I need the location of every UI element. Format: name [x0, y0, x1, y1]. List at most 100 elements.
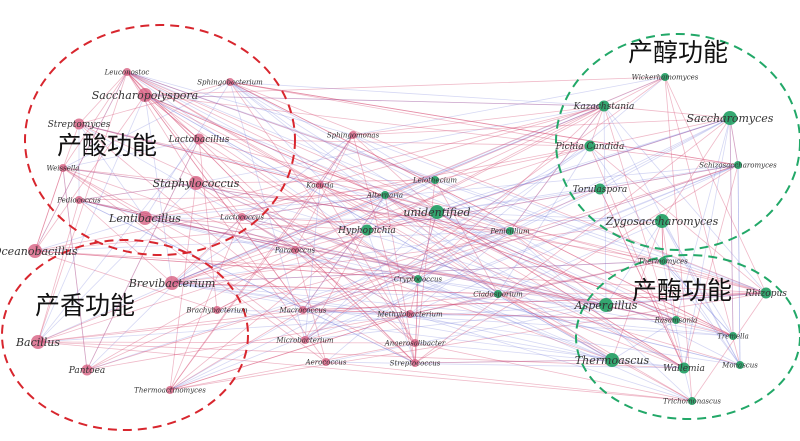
- node-thermoactinomyces[interactable]: Thermoactinomyces: [134, 386, 206, 394]
- node-circle[interactable]: [672, 316, 680, 324]
- node-circle[interactable]: [349, 131, 357, 139]
- node-methylobacterium[interactable]: Methylobacterium: [376, 310, 443, 318]
- node-lactococcus[interactable]: Lactococcus: [219, 213, 264, 221]
- node-circle[interactable]: [605, 353, 619, 367]
- node-brachybacterium[interactable]: Brachybacterium: [185, 306, 248, 314]
- node-lactobacillus[interactable]: Lactobacillus: [168, 133, 230, 146]
- node-wallemia[interactable]: Wallemia: [663, 362, 705, 375]
- node-lentibacillus[interactable]: Lentibacillus: [108, 211, 181, 225]
- node-torulaspora[interactable]: Torulaspora: [573, 183, 628, 196]
- node-streptococcus[interactable]: Streptococcus: [390, 359, 441, 367]
- node-thermoascus[interactable]: Thermoascus: [575, 353, 650, 367]
- node-saccharomyces[interactable]: Saccharomyces: [687, 111, 774, 125]
- node-circle[interactable]: [75, 196, 83, 204]
- node-bacillus[interactable]: Bacillus: [15, 335, 60, 349]
- node-wickerhamomyces[interactable]: Wickerhamomyces: [632, 73, 699, 81]
- node-leuconostoc[interactable]: Leuconostoc: [104, 68, 150, 76]
- node-kazachstania[interactable]: Kazachstania: [573, 100, 635, 113]
- node-circle[interactable]: [494, 290, 502, 298]
- node-circle[interactable]: [381, 191, 389, 199]
- node-pediococcus[interactable]: Pediococcus: [56, 196, 101, 204]
- node-circle[interactable]: [659, 257, 667, 265]
- node-circle[interactable]: [301, 336, 309, 344]
- node-circle[interactable]: [59, 164, 67, 172]
- node-anaerosalibacter[interactable]: Anaerosalibacter: [384, 339, 446, 347]
- node-circle[interactable]: [193, 133, 205, 145]
- node-circle[interactable]: [411, 359, 419, 367]
- node-monascus[interactable]: Monascus: [721, 361, 758, 369]
- node-circle[interactable]: [678, 362, 690, 374]
- node-macrococcus[interactable]: Macrococcus: [279, 306, 327, 314]
- node-thermomyces[interactable]: Thermomyces: [638, 257, 688, 265]
- node-aspergillus[interactable]: Aspergillus: [574, 298, 638, 312]
- node-circle[interactable]: [31, 335, 45, 349]
- node-rasamsonia[interactable]: Rasamsonia: [654, 316, 698, 324]
- node-circle[interactable]: [598, 100, 610, 112]
- node-circle[interactable]: [81, 364, 93, 376]
- node-rhizopus[interactable]: Rhizopus: [744, 287, 787, 300]
- node-pichia-candida[interactable]: Pichia Candida: [555, 140, 625, 153]
- node-microbacterium[interactable]: Microbacterium: [275, 336, 334, 344]
- node-circle[interactable]: [291, 246, 299, 254]
- node-circle[interactable]: [411, 339, 419, 347]
- node-schizosaccharomyces[interactable]: Schizosaccharomyces: [699, 161, 777, 169]
- node-circle[interactable]: [238, 213, 246, 221]
- node-oceanobacillus[interactable]: Oceanobacillus: [0, 244, 78, 258]
- node-cladosporium[interactable]: Cladosporium: [473, 290, 523, 298]
- node-circle[interactable]: [736, 361, 744, 369]
- node-circle[interactable]: [734, 161, 742, 169]
- node-circle[interactable]: [760, 287, 772, 299]
- node-circle[interactable]: [406, 310, 414, 318]
- node-circle[interactable]: [430, 205, 444, 219]
- node-circle[interactable]: [584, 140, 596, 152]
- node-brevibacterium[interactable]: Brevibacterium: [128, 276, 216, 290]
- node-trichomonascus[interactable]: Trichomonascus: [663, 397, 721, 405]
- node-hyphopichia[interactable]: Hyphopichia: [337, 224, 396, 237]
- node-circle[interactable]: [599, 298, 613, 312]
- node-circle[interactable]: [226, 78, 234, 86]
- node-circle[interactable]: [729, 332, 737, 340]
- node-circle[interactable]: [28, 244, 42, 258]
- node-cryptococcus[interactable]: Cryptococcus: [394, 275, 443, 283]
- node-staphylococcus[interactable]: Staphylococcus: [153, 176, 240, 190]
- node-circle[interactable]: [688, 397, 696, 405]
- node-circle[interactable]: [213, 306, 221, 314]
- node-tremella[interactable]: Tremella: [717, 332, 749, 340]
- node-circle[interactable]: [138, 88, 152, 102]
- node-circle[interactable]: [655, 214, 669, 228]
- edge-positive: [78, 71, 128, 125]
- node-sphingobacterium[interactable]: Sphingobacterium: [197, 78, 263, 86]
- node-circle[interactable]: [123, 68, 131, 76]
- node-circle[interactable]: [316, 181, 324, 189]
- node-circle[interactable]: [594, 183, 606, 195]
- node-paracoccus[interactable]: Paracoccus: [274, 246, 316, 254]
- node-circle[interactable]: [322, 358, 330, 366]
- node-leiothecium[interactable]: Leiothecium: [412, 176, 457, 184]
- node-pantoea[interactable]: Pantoea: [68, 364, 106, 377]
- node-circle[interactable]: [723, 111, 737, 125]
- node-circle[interactable]: [73, 118, 85, 130]
- node-circle[interactable]: [361, 224, 373, 236]
- node-zygosaccharomyces[interactable]: Zygosaccharomyces: [605, 214, 719, 228]
- node-circle[interactable]: [166, 386, 174, 394]
- node-circle[interactable]: [431, 176, 439, 184]
- node-circle[interactable]: [299, 306, 307, 314]
- node-sphingomonas[interactable]: Sphingomonas: [327, 131, 380, 139]
- node-circle[interactable]: [414, 275, 422, 283]
- node-circle[interactable]: [506, 227, 514, 235]
- node-circle[interactable]: [165, 276, 179, 290]
- node-unidentified[interactable]: unidentified: [403, 205, 471, 219]
- node-circle[interactable]: [138, 211, 152, 225]
- node-kocuria[interactable]: Kocuria: [305, 181, 334, 189]
- node-label: Thermomyces: [638, 257, 688, 265]
- node-penicillium[interactable]: Penicillium: [489, 227, 530, 235]
- node-streptomyces[interactable]: Streptomyces: [48, 118, 111, 131]
- node-label: Torulaspora: [573, 185, 628, 195]
- node-circle[interactable]: [189, 176, 203, 190]
- node-aerococcus[interactable]: Aerococcus: [305, 358, 347, 366]
- node-saccharopolyspora[interactable]: Saccharopolyspora: [92, 88, 198, 102]
- node-weissella[interactable]: Weissella: [47, 164, 80, 172]
- edge-negative: [417, 278, 693, 402]
- node-alternaria[interactable]: Alternaria: [366, 191, 403, 199]
- node-circle[interactable]: [661, 73, 669, 81]
